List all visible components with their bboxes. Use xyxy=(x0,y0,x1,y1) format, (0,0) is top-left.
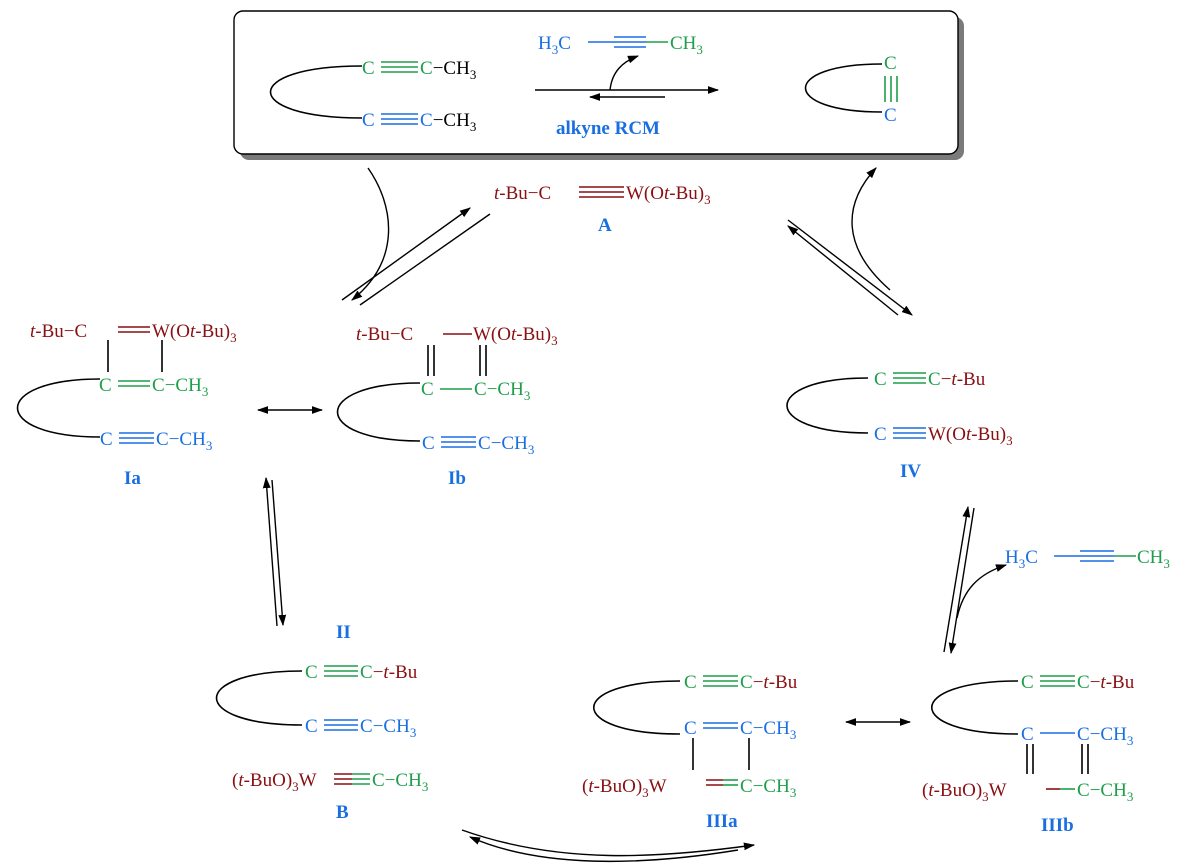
catalyst-A: t-Bu−C W(Ot-Bu)3 A xyxy=(494,183,711,236)
svg-text:B: B xyxy=(336,802,349,823)
overall-reaction-box: C C−CH3 C C−CH3 H3C CH3 alkyne xyxy=(233,10,964,160)
arrow-IIIb-to-IV xyxy=(943,505,1008,655)
svg-text:IV: IV xyxy=(900,461,921,482)
rcm-equilibrium-arrows xyxy=(535,55,720,101)
svg-text:t-Bu−C: t-Bu−C xyxy=(356,324,413,345)
arrow-II-to-IIIa xyxy=(461,829,756,863)
arrow-Ia-to-II xyxy=(262,476,287,627)
svg-text:W(Ot-Bu)3: W(Ot-Bu)3 xyxy=(152,321,237,345)
svg-text:C: C xyxy=(1021,672,1034,693)
svg-text:(t-BuO)3W: (t-BuO)3W xyxy=(922,780,1007,804)
svg-text:C: C xyxy=(1021,724,1034,745)
svg-text:C: C xyxy=(422,433,435,454)
svg-text:Ib: Ib xyxy=(448,468,466,489)
svg-text:t-Bu−C: t-Bu−C xyxy=(30,321,87,342)
carbyne-B: (t-BuO)3W C−CH3 B xyxy=(232,770,428,823)
svg-text:IIIa: IIIa xyxy=(706,811,738,832)
svg-text:C−CH3: C−CH3 xyxy=(1077,724,1133,748)
intermediate-IIIa: C C−t-Bu C C−CH3 (t-BuO)3W C−CH3 IIIa xyxy=(582,672,798,832)
intermediate-II: II C C−t-Bu C C−CH3 xyxy=(215,622,418,740)
svg-text:C: C xyxy=(684,672,697,693)
svg-text:C−CH3: C−CH3 xyxy=(740,718,796,742)
arrow-box-to-Ia xyxy=(341,167,491,306)
svg-text:W(Ot-Bu)3: W(Ot-Bu)3 xyxy=(626,183,711,207)
arrow-IV-to-box xyxy=(787,167,913,316)
butyne-byproduct: H3C CH3 xyxy=(538,33,703,57)
svg-text:(t-BuO)3W: (t-BuO)3W xyxy=(232,770,317,794)
svg-text:C: C xyxy=(874,369,887,390)
svg-text:W(Ot-Bu)3: W(Ot-Bu)3 xyxy=(473,324,558,348)
svg-text:Ia: Ia xyxy=(124,468,141,489)
svg-text:C−CH3: C−CH3 xyxy=(360,716,416,740)
svg-text:C: C xyxy=(362,110,375,131)
diyne-substrate: C C−CH3 C C−CH3 xyxy=(269,58,476,134)
svg-text:CH3: CH3 xyxy=(1137,547,1170,571)
svg-text:H3C: H3C xyxy=(1005,547,1038,571)
svg-text:C−t-Bu: C−t-Bu xyxy=(360,662,418,683)
alkyne-rcm-caption: alkyne RCM xyxy=(556,118,660,139)
intermediate-IIIb: C C−t-Bu C C−CH3 (t-BuO)3W C−CH3 IIIb xyxy=(922,672,1135,836)
svg-text:II: II xyxy=(336,622,351,643)
svg-text:C: C xyxy=(421,379,434,400)
svg-text:W(Ot-Bu)3: W(Ot-Bu)3 xyxy=(928,424,1013,448)
svg-text:CH3: CH3 xyxy=(670,33,703,57)
intermediate-IV: C C−t-Bu C W(Ot-Bu)3 IV xyxy=(786,369,1013,482)
svg-text:C−CH3: C−CH3 xyxy=(156,429,212,453)
svg-text:C−t-Bu: C−t-Bu xyxy=(928,369,986,390)
svg-text:C: C xyxy=(884,53,897,74)
svg-text:IIIb: IIIb xyxy=(1041,815,1074,836)
svg-text:C: C xyxy=(874,424,887,445)
svg-text:A: A xyxy=(598,215,612,236)
svg-text:C: C xyxy=(684,718,697,739)
svg-text:C−t-Bu: C−t-Bu xyxy=(1077,672,1135,693)
released-butyne: H3C CH3 xyxy=(1005,547,1170,571)
svg-text:C−CH3: C−CH3 xyxy=(478,433,534,457)
svg-text:C: C xyxy=(99,375,112,396)
svg-text:C−CH3: C−CH3 xyxy=(372,770,428,794)
intermediate-Ib: t-Bu−C W(Ot-Bu)3 C C−CH3 C C−CH3 Ib xyxy=(336,324,558,489)
svg-text:C: C xyxy=(100,429,113,450)
svg-text:C: C xyxy=(362,58,375,79)
intermediate-Ia: t-Bu−C W(Ot-Bu)3 C C−CH3 C C−CH3 Ia xyxy=(16,321,237,489)
svg-text:C−CH3: C−CH3 xyxy=(474,379,530,403)
svg-text:C: C xyxy=(884,105,897,126)
svg-text:C: C xyxy=(305,662,318,683)
svg-text:(t-BuO)3W: (t-BuO)3W xyxy=(582,776,667,800)
svg-text:C−CH3: C−CH3 xyxy=(152,375,208,399)
svg-text:C−CH3: C−CH3 xyxy=(420,58,476,82)
svg-text:C−CH3: C−CH3 xyxy=(1077,780,1133,804)
svg-text:C: C xyxy=(305,716,318,737)
svg-text:C−t-Bu: C−t-Bu xyxy=(740,672,798,693)
svg-text:H3C: H3C xyxy=(538,33,571,57)
svg-text:C−CH3: C−CH3 xyxy=(740,776,796,800)
svg-text:t-Bu−C: t-Bu−C xyxy=(494,183,551,204)
svg-text:C−CH3: C−CH3 xyxy=(420,110,476,134)
cycloalkyne-product: C C xyxy=(804,53,898,126)
